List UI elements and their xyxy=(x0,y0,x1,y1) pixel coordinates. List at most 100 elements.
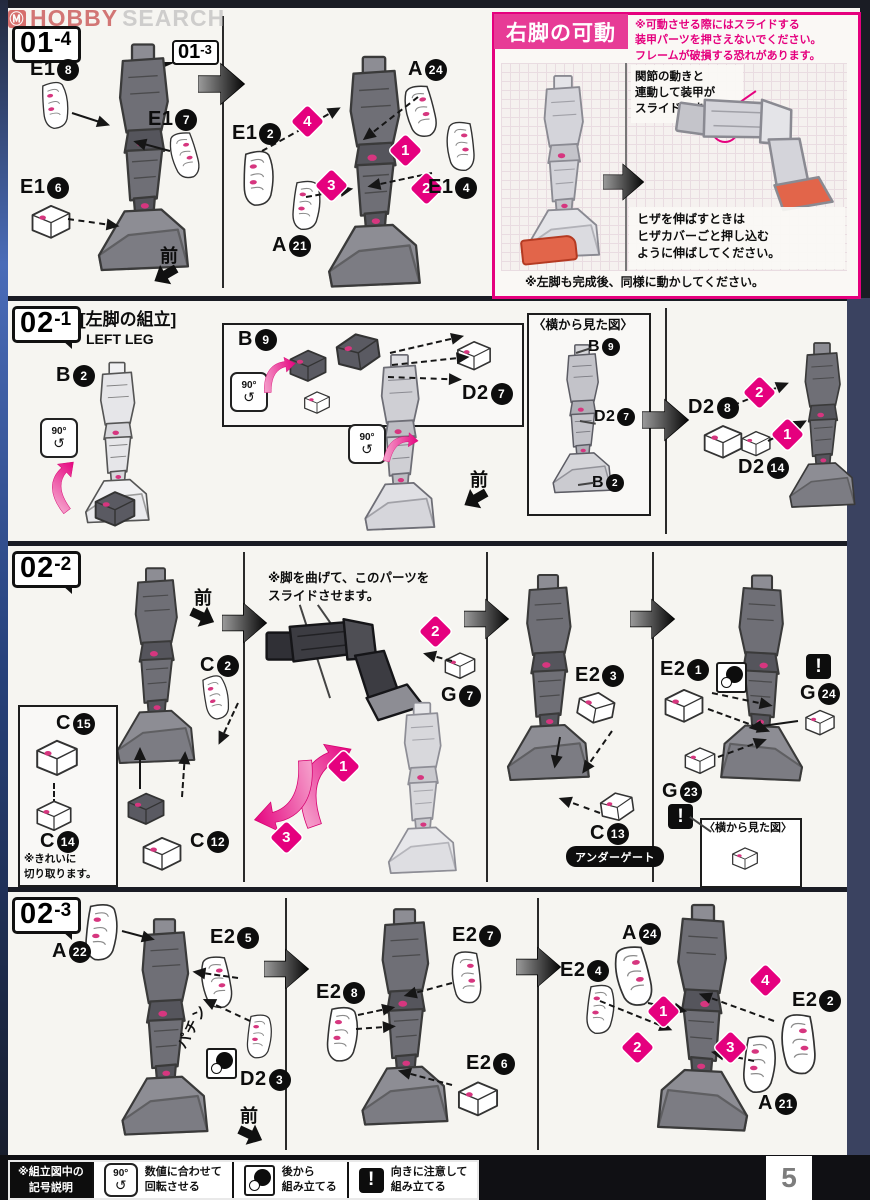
callout-01-3: 01-3 xyxy=(160,40,219,69)
side-view-part xyxy=(726,844,764,872)
mobility-arrow xyxy=(603,161,645,203)
next-step-arrow xyxy=(642,396,690,444)
leg-illustration xyxy=(352,902,457,1137)
section-title-en: LEFT LEG xyxy=(86,331,154,347)
part-g-23-illustration xyxy=(680,742,720,778)
part-e2-6-illustration xyxy=(452,1074,504,1122)
assemble-later-icon xyxy=(716,662,747,693)
watermark-logo-icon: Ⓜ xyxy=(8,9,26,28)
rotate-90-icon: 90°↺ xyxy=(103,1163,138,1197)
part-c-12-illustration xyxy=(136,832,188,874)
next-step-arrow xyxy=(516,944,562,990)
mobility-warning: ※可動させる際にはスライドする 装甲パーツを押さえないでください。 フレームが破… xyxy=(635,19,822,62)
mobility-note-knee: ヒザを伸ばすときは ヒザカバーごと押し込む ように伸ばしてください。 xyxy=(637,212,781,260)
symbol-legend: ※組立図中の 記号説明 90°↺ 数値に合わせて 回転させる 後から 組み立てる… xyxy=(8,1160,480,1200)
step-num: 01 xyxy=(20,27,55,59)
cut-note: ※きれいに 切り取ります。 xyxy=(24,853,97,880)
legend-item-assemble-later: 後から 組み立てる xyxy=(231,1162,347,1198)
step-label-02-1: 02-1 xyxy=(12,306,82,349)
step-sub: -4 xyxy=(54,29,72,50)
left-edge-strip xyxy=(0,0,8,1200)
watermark-word2: SEARCH xyxy=(122,5,226,31)
section-title-jp: [左脚の組立] xyxy=(80,310,177,329)
mobility-title: 右脚の可動 xyxy=(494,14,628,49)
side-view-box xyxy=(700,818,802,888)
rotate-90-icon: 90°↺ xyxy=(40,418,78,458)
part-c-14-illustration xyxy=(28,796,80,834)
mobility-note-left-leg: ※左脚も完成後、同様に動かしてください。 xyxy=(525,275,764,289)
front-direction-label: 前 xyxy=(160,246,178,266)
divider xyxy=(285,898,287,1150)
divider xyxy=(537,898,539,1150)
part-g-24-illustration xyxy=(798,706,842,738)
front-direction-label: 前 xyxy=(470,470,488,490)
leg-illustration xyxy=(108,558,203,778)
divider xyxy=(222,16,224,288)
assemble-later-icon xyxy=(206,1048,237,1079)
part-c-13-illustration xyxy=(593,785,642,827)
inset-box-c15 xyxy=(18,705,118,887)
mobility-info-box: 右脚の可動 ※可動させる際にはスライドする 装甲パーツを押さえないでください。 … xyxy=(492,12,861,299)
step-label-02-3: 02-3 xyxy=(12,897,82,940)
divider xyxy=(486,552,488,882)
sole-block xyxy=(122,788,170,828)
callout-sub: -3 xyxy=(200,42,212,57)
part-e2-7-illustration xyxy=(448,946,486,1010)
assembly-arrow xyxy=(139,751,141,789)
callout-num: 01 xyxy=(178,41,201,63)
part-e1-2-illustration xyxy=(235,146,280,211)
part-e2-1-illustration xyxy=(655,684,713,726)
part-e2-4-illustration xyxy=(582,982,618,1038)
next-step-arrow xyxy=(264,946,310,992)
part-a-21-illustration xyxy=(738,1032,780,1098)
right-edge-strip xyxy=(847,298,870,1155)
ghost-leg-illustration xyxy=(372,700,472,880)
part-d2-14-illustration xyxy=(737,426,775,460)
step-label-02-2: 02-2 xyxy=(12,551,82,594)
side-view-title: 〈横から見た図〉 xyxy=(704,822,792,834)
part-e2-2-illustration xyxy=(775,1012,823,1078)
front-direction-label: 前 xyxy=(194,588,212,608)
bend-note: ※脚を曲げて、このパーツを スライドさせます。 xyxy=(268,571,430,603)
undergate-label: アンダーゲート xyxy=(566,846,665,867)
part-e1-4-illustration xyxy=(443,118,479,176)
attention-icon: ! xyxy=(806,654,831,679)
divider xyxy=(652,552,654,882)
rotate-90-icon: 90°↺ xyxy=(348,424,386,464)
bent-ghost-leg-illustration xyxy=(663,66,852,221)
legend-item-attention: ! 向きに注意して 組み立てる xyxy=(346,1162,478,1198)
part-e2-8-illustration xyxy=(322,1004,362,1066)
legend-title: ※組立図中の 記号説明 xyxy=(10,1162,92,1198)
part-c-15-illustration xyxy=(30,734,84,780)
